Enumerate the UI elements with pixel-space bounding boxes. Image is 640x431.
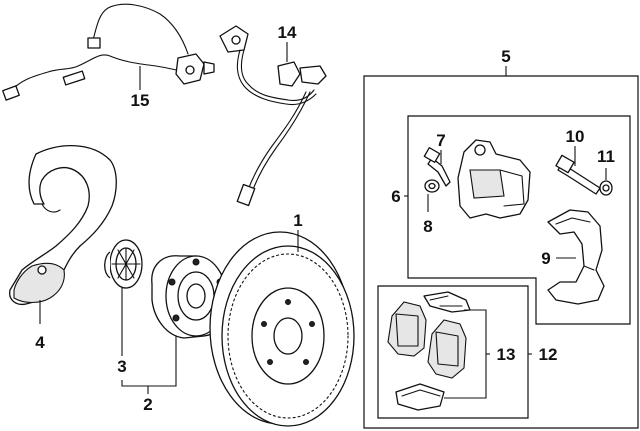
callout-15: 15 bbox=[131, 91, 150, 110]
callout-8: 8 bbox=[423, 217, 432, 236]
callout-1: 1 bbox=[293, 211, 302, 230]
pad-hardware-clips bbox=[395, 291, 471, 411]
guide-pin-boot bbox=[424, 179, 440, 193]
caliper-bracket-bolt bbox=[555, 154, 601, 195]
callout-11: 11 bbox=[597, 147, 615, 166]
guide-pin-bolt bbox=[423, 147, 451, 187]
caliper-assembly-box: 5 bbox=[363, 47, 639, 429]
callout-14: 14 bbox=[278, 23, 297, 42]
callout-12: 12 bbox=[539, 345, 558, 364]
brake-hose: 14 bbox=[219, 23, 327, 207]
hub-bearing bbox=[104, 239, 143, 289]
caliper-subassembly-box bbox=[407, 115, 631, 325]
caliper-bracket-bushing bbox=[599, 180, 613, 196]
abs-sensor-harness: 15 bbox=[2, 3, 215, 110]
caliper-bracket bbox=[547, 209, 605, 305]
callout-13: 13 bbox=[497, 345, 516, 364]
brake-pad-kit-box bbox=[377, 285, 529, 419]
callout-7: 7 bbox=[436, 131, 445, 150]
brake-pads bbox=[387, 301, 467, 379]
callout-10: 10 bbox=[566, 127, 585, 146]
brake-rotor bbox=[209, 231, 355, 427]
callout-4: 4 bbox=[35, 333, 45, 352]
callout-3: 3 bbox=[117, 357, 126, 376]
callout-6: 6 bbox=[391, 187, 400, 206]
callout-9: 9 bbox=[541, 249, 550, 268]
callout-2: 2 bbox=[143, 395, 152, 414]
dust-shield: 4 bbox=[9, 145, 117, 352]
caliper-housing bbox=[457, 139, 531, 219]
callout-5: 5 bbox=[501, 47, 510, 66]
